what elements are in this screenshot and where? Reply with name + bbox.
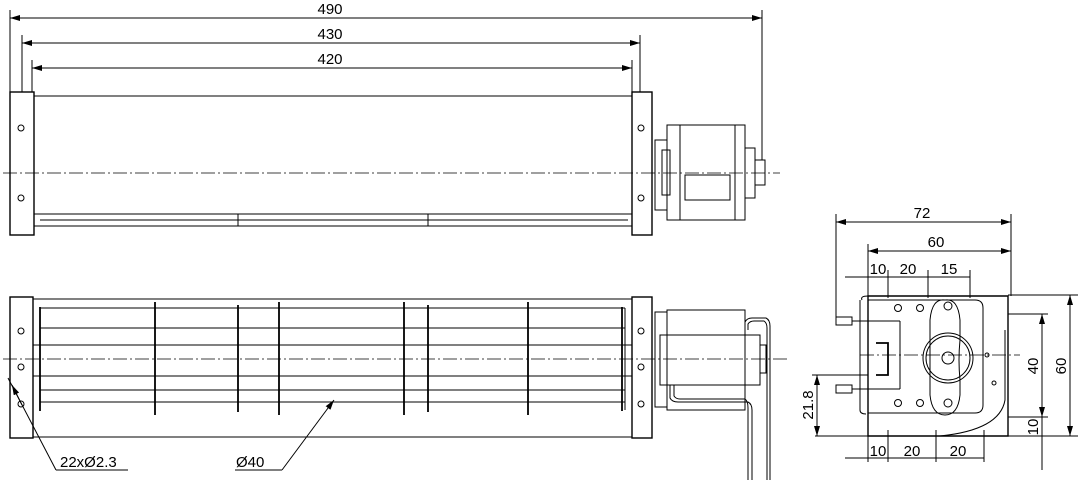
label-rotor-diameter: Ø40 [236, 454, 264, 471]
top-view: 490 430 420 [3, 1, 780, 236]
right-end-plate [631, 91, 653, 236]
side-frame [867, 295, 1009, 437]
dim-shaft-height: 21.8 [800, 390, 817, 419]
dim-bottom-offset-2: 20 [904, 443, 921, 460]
side-view: 72 60 10 20 15 10 20 20 60 40 10 21.8 [800, 205, 1078, 470]
dim-width-overall: 72 [914, 205, 931, 222]
rotor-blades [39, 305, 623, 412]
dim-mount-length: 430 [317, 26, 342, 43]
front-view: 22xØ2.3 Ø40 [3, 296, 790, 480]
housing-top [33, 95, 633, 227]
label-holes: 22xØ2.3 [60, 454, 117, 471]
dim-housing-length: 420 [317, 51, 342, 68]
dim-width-body: 60 [928, 234, 945, 251]
dim-overall-length: 490 [317, 1, 342, 18]
mounting-hole-icons [17, 124, 645, 202]
dim-top-offset-3: 15 [941, 261, 958, 278]
dim-bottom-offset-1: 10 [870, 443, 887, 460]
motor-hub [922, 332, 974, 384]
dim-height-inner: 40 [1025, 358, 1042, 375]
motor-top [654, 124, 766, 221]
dim-height-overall: 60 [1053, 358, 1070, 375]
dim-top-offset-2: 20 [900, 261, 917, 278]
motor-front [654, 309, 771, 480]
left-end-plate [9, 91, 35, 236]
dim-bottom-offset-3: 20 [950, 443, 967, 460]
right-end-plate-front [631, 296, 653, 439]
mounting-hole-icons-front [17, 327, 645, 408]
dim-height-bottom: 10 [1025, 419, 1042, 436]
housing-front [32, 298, 633, 438]
left-end-plate-front [9, 296, 34, 439]
dim-top-offset-1: 10 [870, 261, 887, 278]
